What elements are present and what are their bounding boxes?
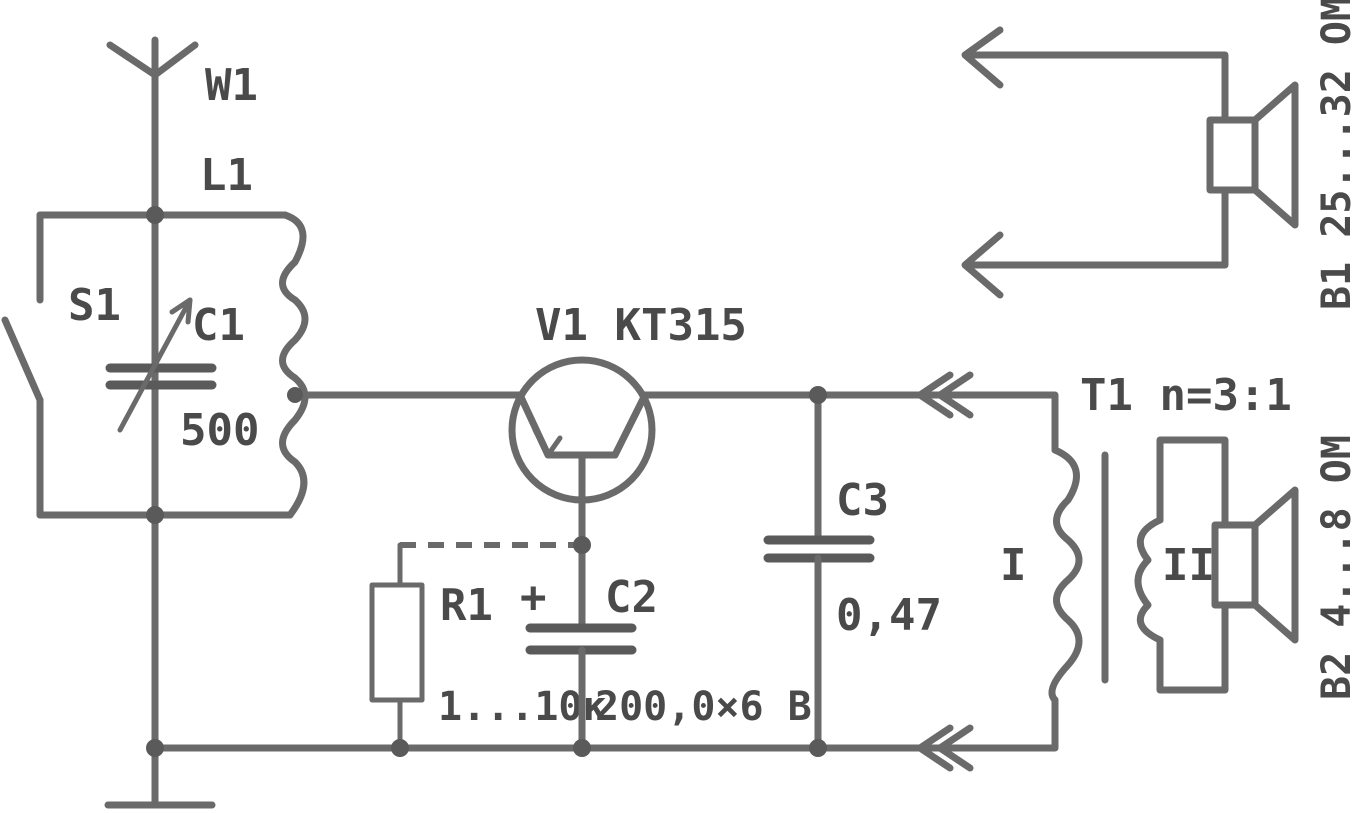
- transistor-v1: V1 KT315: [508, 300, 747, 504]
- v1-label: V1 KT315: [535, 300, 747, 351]
- capacitor-c2: + C2 200,0×6 B: [520, 572, 812, 752]
- c1-label: C1: [192, 300, 245, 351]
- switch-s1: S1: [1, 211, 121, 519]
- winding-1-label: I: [1000, 540, 1027, 591]
- t1-label: T1 n=3:1: [1080, 370, 1292, 421]
- connector-bottom: [916, 724, 974, 772]
- junction-dots: [146, 206, 827, 757]
- transformer-t1: T1 n=3:1 I II: [1000, 370, 1292, 704]
- b1-label: B1 25...32 ОМ: [1314, 0, 1360, 310]
- ground-bus: [151, 696, 1059, 752]
- collector-wire: [641, 391, 1059, 454]
- speaker-b2: B2 4...8 ОМ: [1211, 435, 1360, 700]
- c2-label: C2: [605, 572, 658, 623]
- antenna-label: W1: [205, 60, 258, 111]
- b2-label: B2 4...8 ОМ: [1314, 435, 1360, 700]
- c2-polarity: +: [520, 572, 547, 623]
- c2-value: 200,0×6 B: [595, 684, 812, 730]
- winding-2-label: II: [1162, 540, 1215, 591]
- resistor-r1: R1 1...10к: [369, 580, 607, 751]
- capacitor-c1: C1 500: [105, 297, 259, 456]
- capacitor-c3: C3 0,47: [763, 391, 942, 752]
- connector-top: [916, 371, 974, 419]
- c1-value: 500: [180, 405, 259, 456]
- l1-label: L1: [200, 150, 253, 201]
- c3-label: C3: [836, 475, 889, 526]
- switch-label: S1: [68, 280, 121, 331]
- r1-value: 1...10к: [438, 684, 607, 730]
- c3-value: 0,47: [836, 590, 942, 641]
- coil-l1: L1: [200, 150, 309, 519]
- antenna-w1: W1: [106, 36, 258, 111]
- speaker-b1: B1 25...32 ОМ: [961, 0, 1360, 310]
- r1-label: R1: [440, 580, 493, 631]
